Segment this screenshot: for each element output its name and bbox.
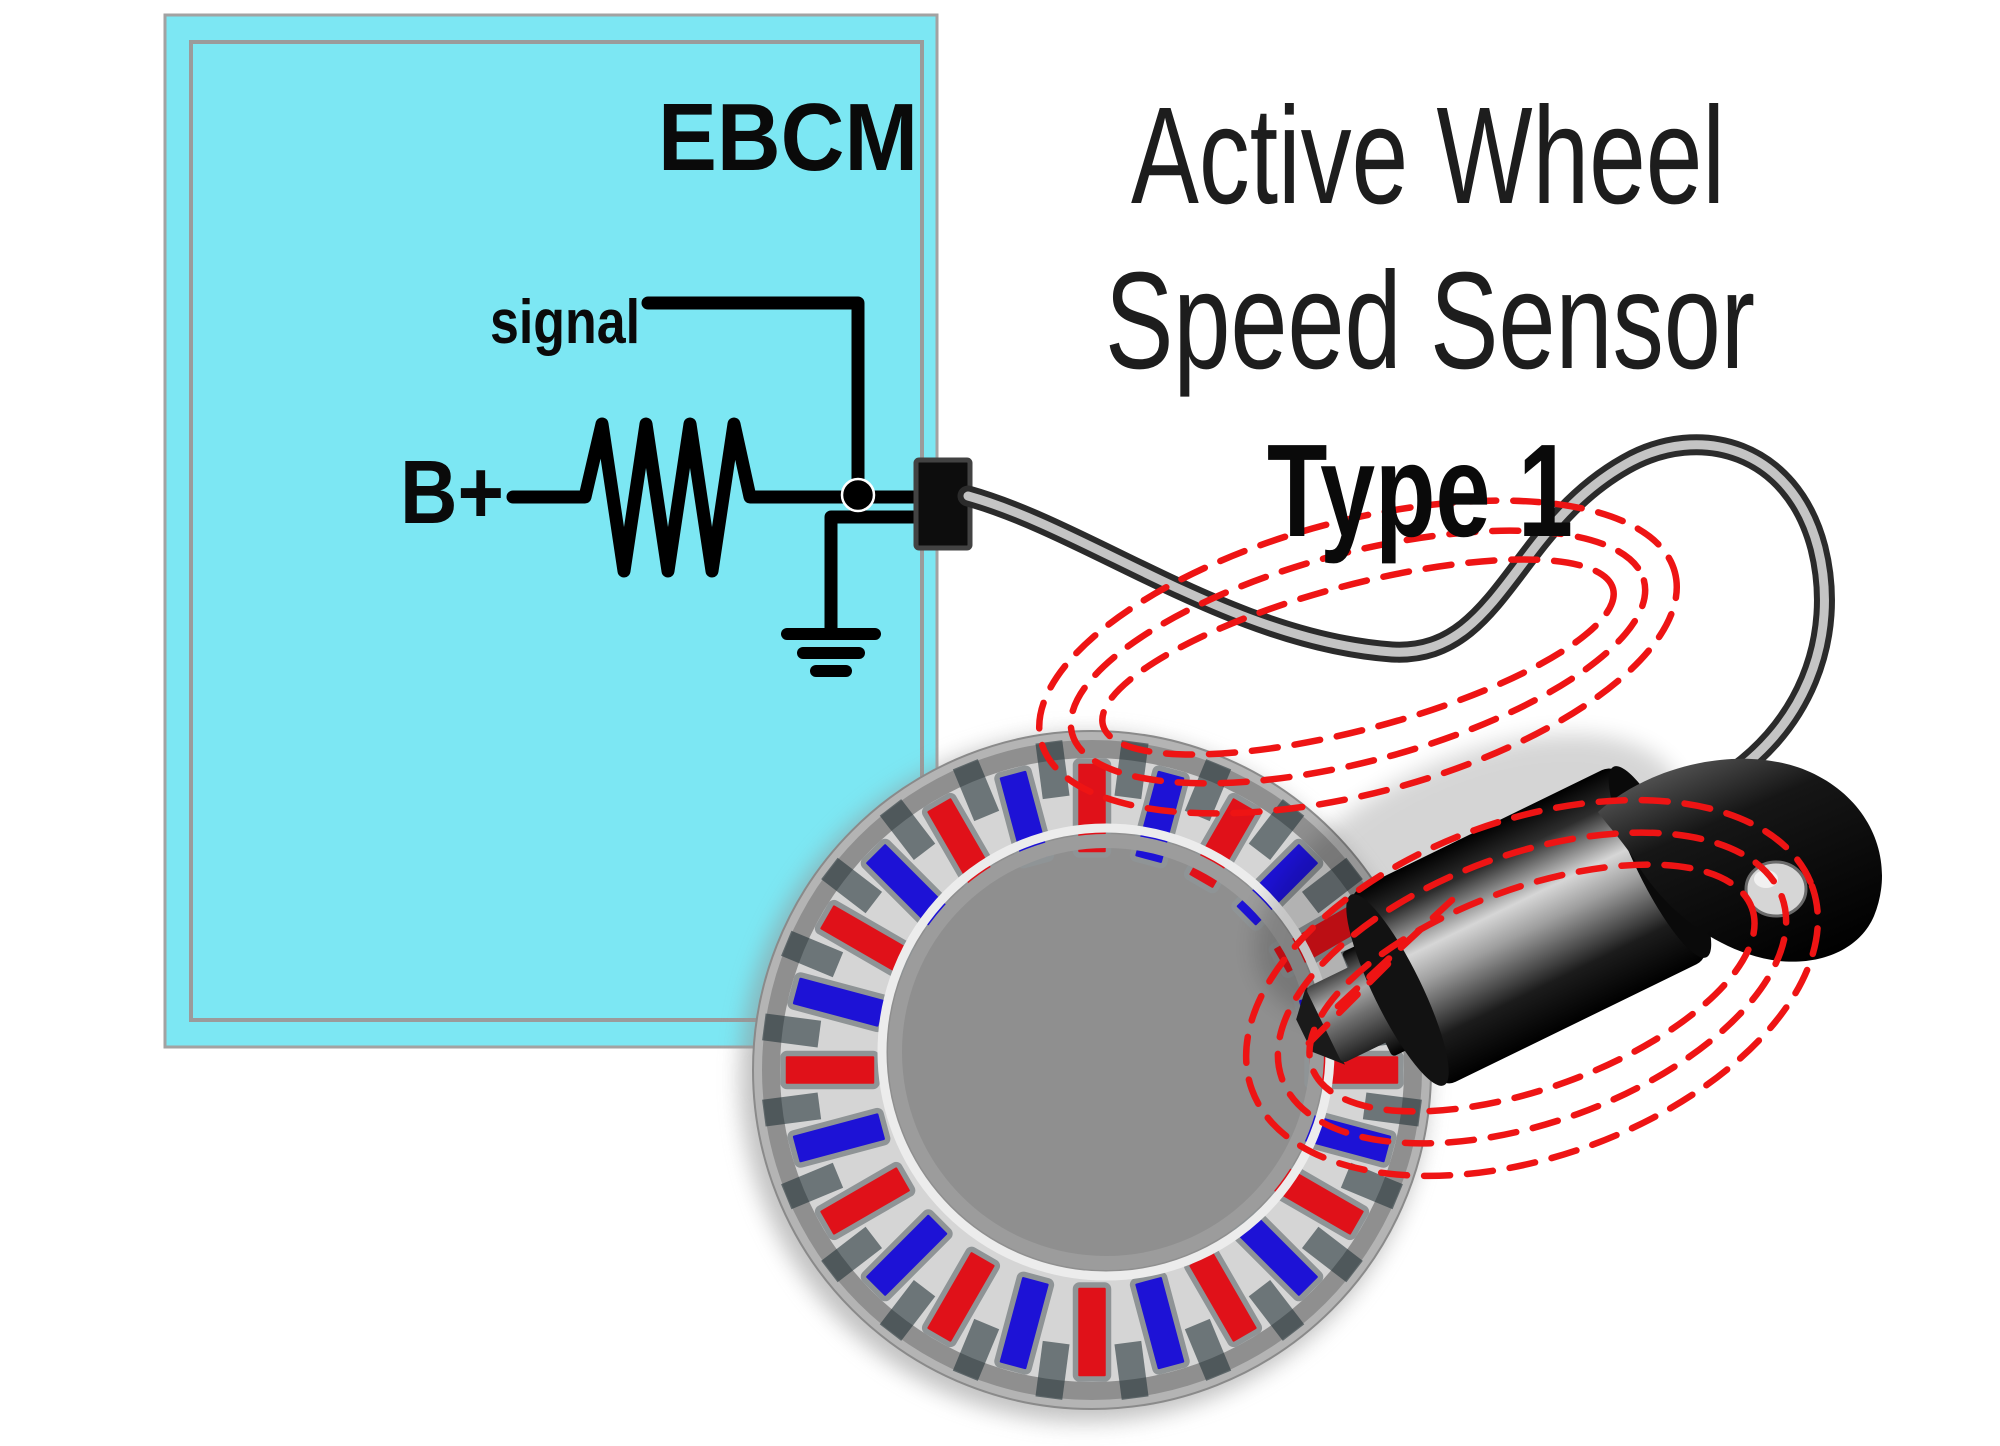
field-loop — [1067, 527, 1649, 787]
ebcm-label: EBCM — [658, 84, 918, 191]
battery-positive-label: B+ — [400, 443, 504, 543]
sensor-tip-barrel — [1307, 965, 1391, 1062]
ring-tooth — [1340, 1162, 1403, 1210]
ring-tooth — [1114, 740, 1149, 800]
ground-wire — [824, 510, 925, 635]
ring-tooth — [952, 1318, 1000, 1381]
magnet-blue — [1129, 1271, 1190, 1375]
field-loop — [1242, 796, 1822, 1180]
sensor-body — [1351, 768, 1706, 1084]
ring-magnets — [780, 758, 1404, 1382]
field-loop — [1099, 556, 1617, 758]
magnet-blue — [1231, 1209, 1324, 1302]
magnet-blue — [860, 1209, 953, 1302]
magnet-blue — [994, 1271, 1055, 1375]
ring-tooth — [1248, 799, 1305, 861]
ground-symbol — [781, 628, 881, 677]
ring-tooth — [879, 1279, 936, 1341]
sensor-body-endcap — [1346, 894, 1449, 1086]
ring-tooth — [1114, 1340, 1149, 1400]
ring-tooth — [781, 1162, 844, 1210]
tone-ring — [740, 730, 1432, 1422]
sensor-mounting-bracket — [1598, 758, 1883, 962]
ring-tooth — [1248, 1279, 1305, 1341]
ring-tooth — [762, 1092, 822, 1127]
title-line-3: Type 1 — [1267, 417, 1573, 564]
field-loop — [1274, 829, 1790, 1147]
field-loop — [1035, 497, 1681, 817]
ring-tooth — [821, 857, 883, 914]
ring-tooth — [821, 1226, 883, 1283]
ebcm-box: EBCM — [163, 13, 939, 1049]
magnet-red — [1072, 1282, 1112, 1382]
ring-tooth — [1035, 1340, 1070, 1400]
ring-tooth — [1184, 759, 1232, 822]
magnetic-field-lines — [1035, 497, 1822, 1180]
signal-wire — [641, 296, 865, 498]
ring-tooth — [1184, 1318, 1232, 1381]
internal-circuit: signal B+ — [400, 288, 925, 677]
junction-dot — [840, 477, 876, 513]
field-lines-through-tip — [1304, 896, 1456, 1048]
magnet-red — [780, 1050, 880, 1090]
field-loops-upper — [1035, 497, 1681, 817]
magnet-red — [814, 1161, 916, 1241]
field-loops-lower — [1242, 796, 1822, 1180]
pullup-resistor — [506, 417, 925, 578]
magnet-red — [814, 899, 916, 979]
title-line-1: Active Wheel — [1131, 79, 1725, 233]
wheel-speed-sensor — [1255, 734, 1883, 1086]
signal-label: signal — [490, 288, 640, 357]
title-line-2: Speed Sensor — [1105, 244, 1755, 398]
ring-tooth — [762, 1013, 822, 1048]
diagram-title: Active Wheel Speed Sensor Type 1 — [1105, 79, 1755, 564]
ring-tooth — [1301, 1226, 1363, 1283]
sensor-tip-cone — [1296, 985, 1345, 1065]
ring-tooth — [879, 799, 936, 861]
ring-tooth — [952, 759, 1000, 822]
field-loop — [1306, 861, 1758, 1115]
magnet-red — [921, 1246, 1001, 1348]
magnet-blue — [787, 1107, 891, 1168]
ring-tooth — [781, 930, 844, 978]
